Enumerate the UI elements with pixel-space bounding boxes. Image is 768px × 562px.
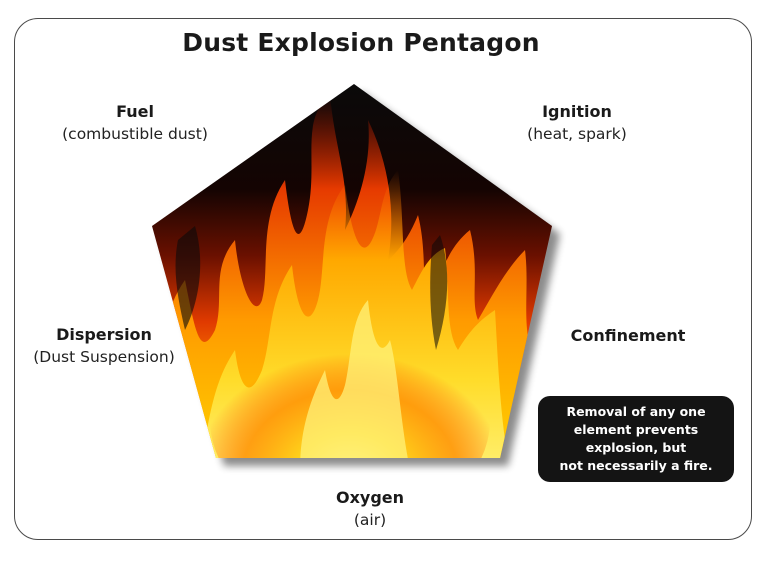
oxygen-name: Oxygen — [335, 488, 405, 507]
diagram-frame — [14, 18, 752, 540]
fuel-detail: (combustible dust) — [62, 125, 208, 143]
diagram-title: Dust Explosion Pentagon — [182, 28, 540, 57]
confinement-name: Confinement — [570, 326, 686, 345]
fuel-name: Fuel — [116, 102, 154, 121]
dispersion-name: Dispersion — [56, 325, 152, 344]
removal-note-box: Removal of any one element prevents expl… — [538, 396, 734, 482]
label-oxygen: Oxygen (air) — [310, 487, 430, 531]
label-confinement: Confinement — [558, 325, 698, 347]
ignition-name: Ignition — [542, 102, 612, 121]
label-fuel: Fuel (combustible dust) — [40, 101, 230, 145]
ignition-detail: (heat, spark) — [527, 125, 627, 143]
label-ignition: Ignition (heat, spark) — [492, 101, 662, 145]
dispersion-detail: (Dust Suspension) — [33, 348, 175, 366]
label-dispersion: Dispersion (Dust Suspension) — [14, 324, 194, 368]
oxygen-detail: (air) — [353, 511, 387, 529]
